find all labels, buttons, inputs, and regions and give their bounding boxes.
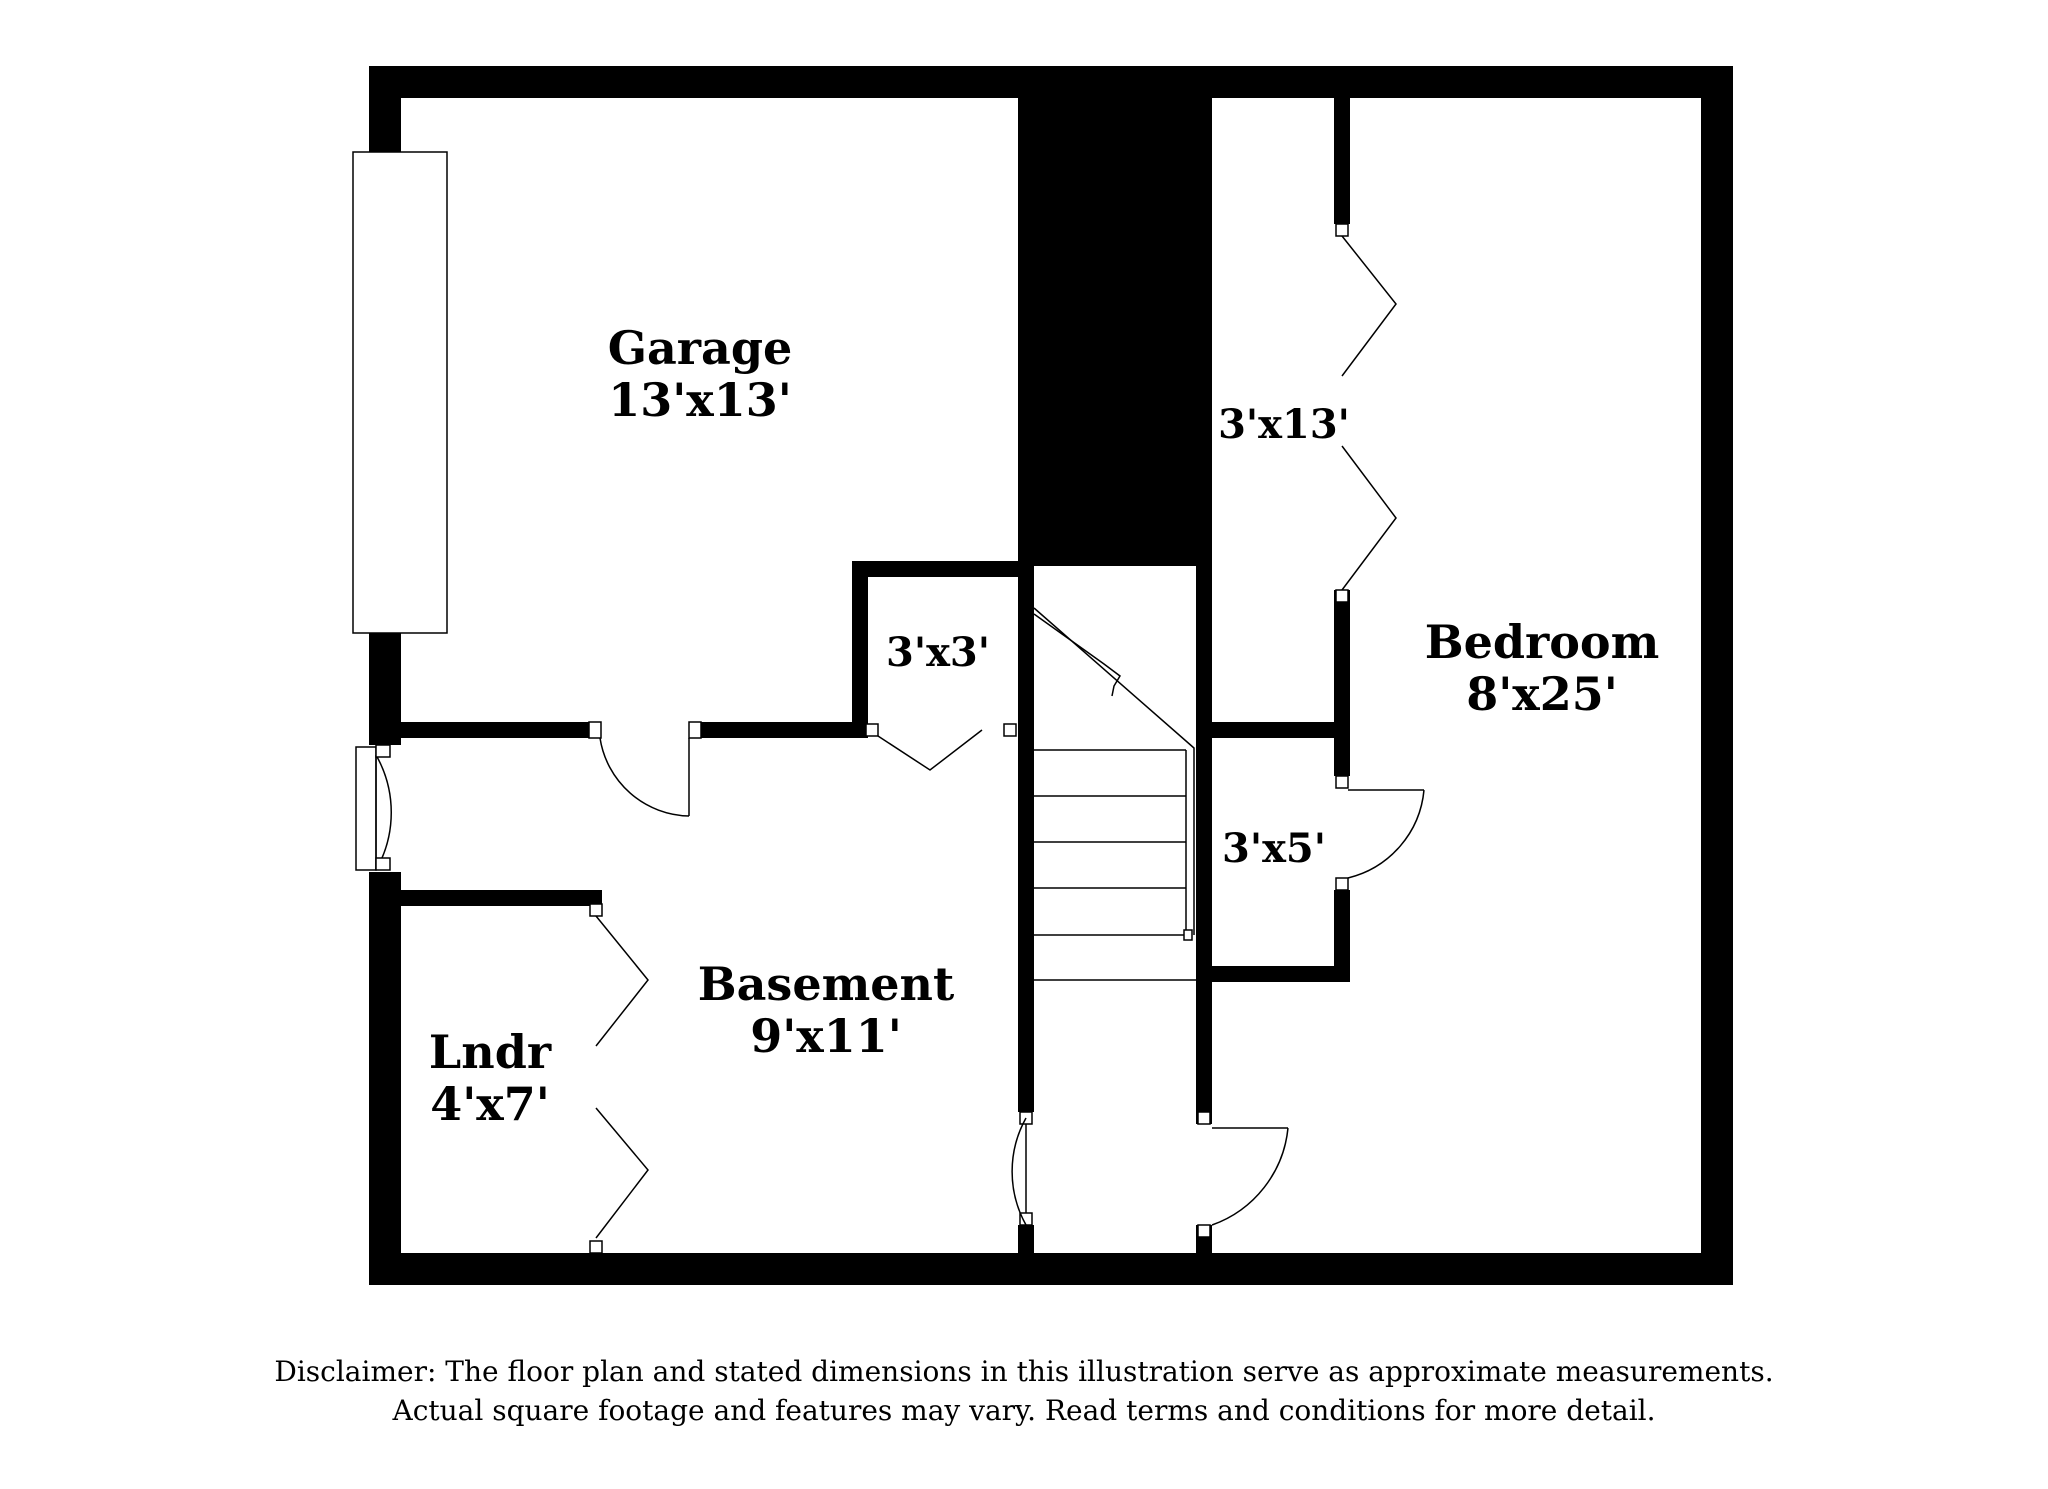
closet-wall-bottom — [1212, 966, 1350, 982]
bedroom-closet-bifold-lower — [1341, 445, 1397, 591]
outer-wall-bottom — [369, 1253, 1733, 1285]
laundry-name: Lndr — [429, 1025, 552, 1079]
closet-wall-left — [852, 561, 868, 738]
stair-post — [1183, 929, 1193, 941]
walls — [369, 66, 1733, 1285]
stair-wall-right — [1196, 566, 1212, 1124]
stair-door-right-hinge-bottom — [1197, 1224, 1211, 1238]
exterior-door-swing — [375, 754, 393, 871]
closet-garage-size: 3'x3' — [886, 629, 990, 676]
stair-door-left-swing — [1011, 1117, 1027, 1226]
stair-door-left-hinge-bottom — [1019, 1212, 1033, 1226]
stair-wall-left-bottom — [1018, 1225, 1034, 1253]
outer-wall-top — [369, 66, 1733, 98]
closet-door-jamb-right — [1003, 723, 1017, 737]
staircase — [1033, 607, 1196, 981]
garage-wall-left — [401, 722, 589, 738]
stair-outline — [1033, 607, 1195, 935]
room-labels: Garage 13'x13' 3'x3' Bedroom 8'x25' 3'x1… — [429, 321, 1659, 1131]
chimney-mass — [1018, 98, 1212, 566]
garage-door-swing — [599, 737, 690, 817]
disclaimer: Disclaimer: The floor plan and stated di… — [0, 1352, 2048, 1430]
closet-wall-top — [852, 561, 1028, 577]
basement-name: Basement — [698, 957, 955, 1011]
outer-wall-left-upper — [369, 66, 401, 152]
stair-wall-left — [1018, 566, 1034, 1112]
closet-wall-horizontal — [1212, 722, 1350, 738]
closet-wall-lower-b — [1334, 890, 1350, 982]
bedroom-closet-bifold-upper — [1341, 235, 1397, 377]
lower-closet-door-jamb-bottom — [1335, 877, 1349, 891]
laundry-door-jamb-bottom — [589, 1240, 603, 1254]
exterior-door-frame — [355, 746, 377, 871]
exterior-door-hinge-bottom — [375, 857, 391, 871]
laundry-door-jamb-top — [589, 903, 603, 917]
garage-name: Garage — [608, 321, 793, 375]
doors — [355, 223, 1425, 1254]
laundry-bifold-upper — [595, 915, 649, 1047]
disclaimer-line-2: Actual square footage and features may v… — [392, 1394, 1656, 1427]
closet-wall-upper-b — [1334, 590, 1350, 724]
laundry-bifold-lower — [595, 1107, 649, 1239]
outer-wall-left-lower — [369, 872, 401, 1285]
stair-door-right-swing — [1211, 1127, 1289, 1226]
stair-door-right-hinge-top — [1197, 1111, 1211, 1125]
disclaimer-line-1: Disclaimer: The floor plan and stated di… — [274, 1355, 1774, 1388]
outer-wall-right — [1701, 66, 1733, 1285]
bedroom-closet-jamb-top — [1335, 223, 1349, 237]
lower-closet-door-jamb-top — [1335, 775, 1349, 789]
exterior-door-hinge-top — [375, 744, 391, 758]
stair-arrow — [1033, 613, 1121, 697]
closet-door-jamb-left — [865, 723, 879, 737]
outer-wall-left-mid — [369, 633, 401, 745]
bedroom-name: Bedroom — [1425, 615, 1660, 669]
window — [352, 151, 448, 634]
garage-size: 13'x13' — [608, 373, 792, 427]
garage-door-jamb-right — [688, 721, 702, 739]
garage-wall-mid — [699, 722, 868, 738]
closet-bifold-door — [877, 729, 983, 771]
bedroom-size: 8'x25' — [1466, 667, 1618, 721]
basement-size: 9'x11' — [750, 1009, 902, 1063]
closet-wall-lower-a — [1334, 722, 1350, 776]
closet-wall-upper-a — [1334, 98, 1350, 224]
garage-door-jamb-left — [588, 721, 602, 739]
closet-upper-size: 3'x13' — [1218, 401, 1350, 448]
closet-lower-size: 3'x5' — [1222, 825, 1326, 872]
lower-closet-door-swing — [1347, 789, 1425, 879]
bedroom-closet-jamb-bottom — [1335, 589, 1349, 603]
laundry-wall-top — [401, 890, 602, 906]
laundry-size: 4'x7' — [430, 1077, 550, 1131]
